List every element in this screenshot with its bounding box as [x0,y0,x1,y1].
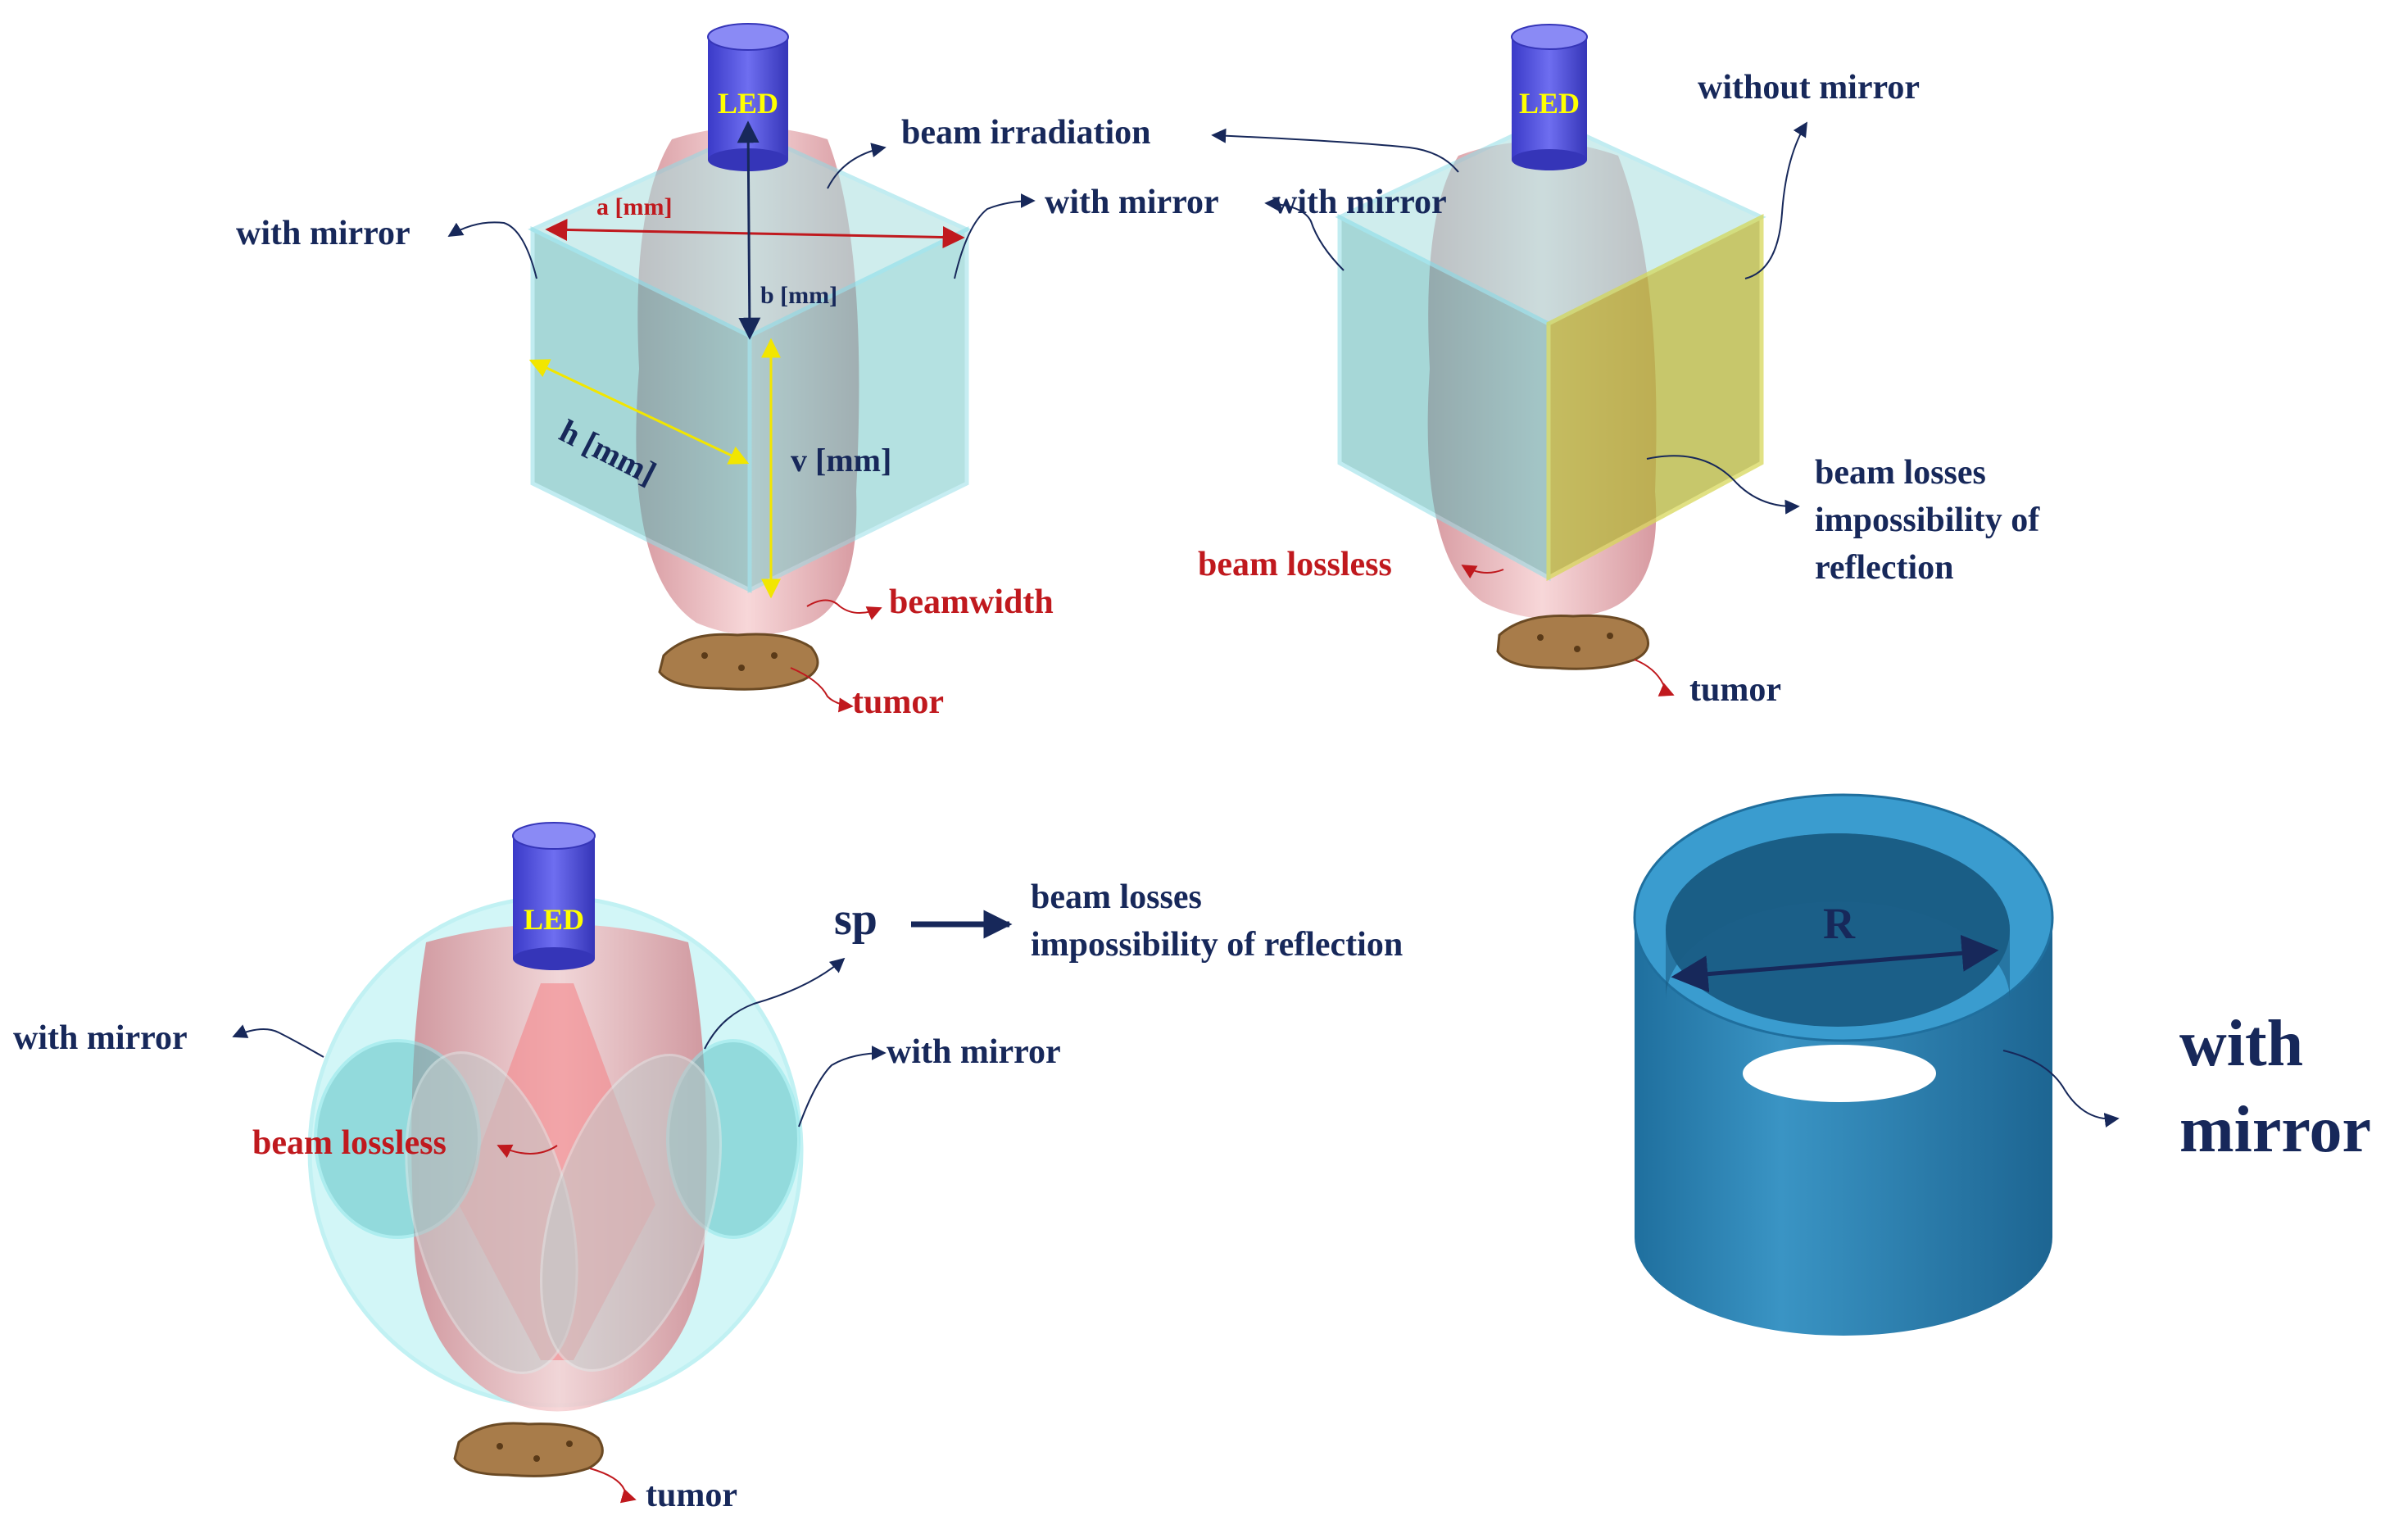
sp-label: sp [834,894,877,945]
beamwidth-label: beamwidth [889,583,1054,621]
arrow-icon [497,1144,558,1159]
arrow-icon [1634,659,1675,696]
with-mirror-line2: mirror [2179,1094,2371,1166]
cylinder-inner-wall [1666,833,2010,1000]
arrow-icon [790,667,854,713]
dim-b-label: b [mm] [760,282,837,309]
arrow-icon [589,1468,637,1504]
beam-losses-line2: impossibility of reflection [1031,926,1403,964]
arrow-icon [232,1024,324,1058]
dim-v-label: v [mm] [791,442,891,479]
arrow-icon [1461,565,1504,579]
led-label: LED [1519,87,1580,120]
panel-a-cube-with-mirrors: LED a [mm] b [mm] h [mm] v [mm] beam irr… [236,23,1219,721]
beam-lossless-label: beam lossless [252,1124,447,1162]
beam-losses-line3: reflection [1815,549,1953,587]
with-mirror-label-left: with mirror [13,1019,188,1057]
panel-b-cube-partial-mirrors: LED without mirror with mirror beam loss… [1198,24,2048,709]
with-mirror-label-right: with mirror [887,1033,1061,1071]
dim-a-label: a [mm] [596,193,672,220]
beam-lossless-label: beam lossless [1198,546,1392,583]
with-mirror-line1: with [2179,1008,2303,1080]
arrow-icon [447,221,537,279]
beam-losses-line1: beam losses [1815,454,1986,492]
tumor-label: tumor [852,683,944,721]
panel-c-sphere-with-mirrors: LED sp beam losses impossibility of refl… [13,822,1403,1514]
without-mirror-label: without mirror [1698,69,1920,107]
led-label: LED [718,87,778,120]
beam-losses-label: beam losses impossibility of reflection [1031,878,1403,964]
tumor-label: tumor [646,1477,737,1514]
with-mirror-label-left: with mirror [236,215,410,252]
beam-losses-line1: beam losses [1031,878,1202,916]
arrow-icon [954,193,1036,279]
led-cylinder-icon: LED [512,822,596,970]
arrow-icon [827,143,887,189]
with-mirror-label-right: with mirror [1045,184,1219,221]
arrow-icon [1744,121,1807,279]
arrow-icon [1211,128,1459,173]
tumor-label: tumor [1689,671,1781,709]
beam-losses-label: beam losses impossibility of reflection [1815,454,2048,587]
no-mirror-face-right [1546,213,1764,582]
dim-h-arrow [528,359,750,465]
tumor-icon [658,633,819,691]
radius-label: R [1823,899,1856,948]
dim-b-arrow [737,120,761,340]
panel-d-cylinder-mirror: R with mirror [1633,793,2371,1336]
arrow-icon [1646,455,1800,515]
arrow-icon [806,599,882,620]
mirror-face-right [747,225,969,594]
beam-losses-line2: impossibility of [1815,501,2040,539]
cylinder-opening [1743,1045,1936,1102]
with-mirror-label: with mirror [2179,1008,2371,1166]
with-mirror-label: with mirror [1272,184,1447,221]
led-cylinder-icon: LED [1511,24,1588,170]
led-label: LED [524,903,584,936]
arrow-icon [704,957,846,1050]
beam-ellipse-right [540,1054,722,1372]
tumor-icon [1496,614,1650,670]
beam-irradiation-label: beam irradiation [901,114,1150,152]
tumor-icon [453,1422,604,1477]
arrow-icon [2002,1050,2120,1128]
arrow-icon [1264,196,1345,271]
led-cylinder-icon: LED [707,23,789,171]
radius-arrow [1671,934,1999,993]
arrow-icon [798,1046,887,1128]
